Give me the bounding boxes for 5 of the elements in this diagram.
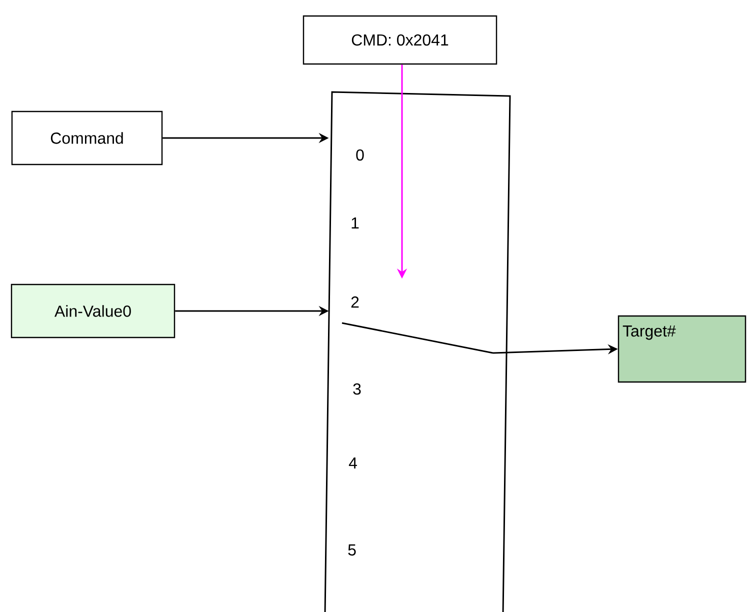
input-box: Command <box>11 110 163 166</box>
command-box: CMD: 0x2041 <box>302 15 498 65</box>
target-box: Target# <box>618 315 746 383</box>
multiplexer-box: 0 1 2 3 4 5 <box>324 91 511 612</box>
input-box: Ain-Value0 <box>10 284 176 338</box>
